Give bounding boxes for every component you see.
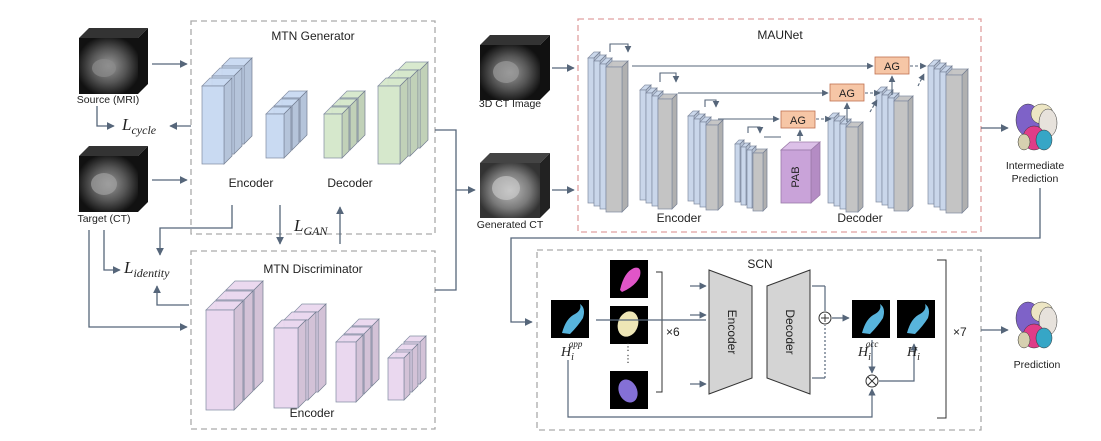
scn-title: SCN — [747, 257, 772, 271]
sum-operator — [818, 311, 832, 325]
generated-ct-image — [480, 153, 550, 218]
ag-label-3: AG — [790, 115, 806, 127]
intermediate-label-2: Prediction — [1012, 173, 1059, 185]
generator-encoder-label: Encoder — [229, 176, 274, 190]
h-i-tile — [897, 300, 935, 338]
maunet-decoder-label: Decoder — [837, 211, 882, 225]
ct-image-label: 3D CT Image — [479, 98, 541, 110]
disc-block — [273, 319, 307, 409]
maunet-slab-gray — [945, 68, 969, 214]
heatmap-tile-2 — [610, 306, 648, 344]
mtn-discriminator-box — [190, 250, 436, 430]
disc-block — [335, 334, 364, 403]
scn-box — [536, 249, 982, 431]
loss-cycle: Lcycle — [121, 115, 157, 137]
maunet-slab-gray — [845, 121, 864, 213]
gen-dec-block — [377, 77, 409, 165]
heatmap-tile-1 — [610, 260, 648, 298]
gen-enc-block — [265, 106, 292, 159]
target-ct-label: Target (CT) — [77, 213, 130, 225]
ellipsis-dots: ⋮ — [623, 342, 633, 353]
bracket-7 — [937, 259, 947, 419]
generated-ct-label: Generated CT — [477, 219, 544, 231]
pab-label: PAB — [790, 166, 802, 187]
maunet-blocks — [587, 51, 969, 214]
repeat-outer-label: ×7 — [953, 325, 967, 339]
ag-label-2: AG — [839, 88, 855, 100]
generator-decoder-label: Decoder — [327, 176, 372, 190]
ag-label-1: AG — [884, 61, 900, 73]
h-acc-label: Hiacc — [857, 339, 878, 363]
maunet-slab-gray — [657, 93, 678, 210]
maunet-box — [577, 18, 982, 233]
scn-internal-arrows — [567, 285, 918, 418]
gen-dec-block — [323, 106, 350, 159]
multiply-operator — [865, 374, 879, 388]
scn-decoder-label: Decoder — [783, 309, 797, 354]
loss-gan: LGAN — [293, 216, 328, 238]
maunet-encoder-label: Encoder — [657, 211, 702, 225]
intermediate-label-1: Intermediate — [1006, 160, 1065, 172]
h-acc-tile — [852, 300, 890, 338]
discriminator-encoder-label: Encoder — [290, 406, 335, 420]
ag-gate-2: AG — [829, 83, 865, 102]
flow-arrows — [88, 60, 1041, 334]
repeat-inner-label: ×6 — [666, 325, 680, 339]
gen-enc-block — [201, 77, 233, 165]
disc-block — [387, 351, 411, 401]
heatmap-tile-3 — [610, 371, 648, 409]
bracket-6 — [656, 271, 663, 393]
h-i-label: Hi — [906, 345, 920, 363]
mtn-generator-box — [190, 20, 436, 235]
h-app-tile — [551, 300, 589, 338]
scn-encoder-label: Encoder — [725, 310, 739, 355]
ellipsis-dots-2: ⋮ — [623, 354, 633, 365]
disc-block — [205, 300, 244, 411]
scn-encoder: Encoder — [708, 269, 753, 395]
scn-decoder: Decoder — [766, 269, 811, 395]
maunet-slab-gray — [605, 60, 629, 213]
prediction-label: Prediction — [1014, 359, 1061, 371]
pab-block: PAB — [779, 141, 822, 204]
generator-title: MTN Generator — [271, 29, 354, 43]
source-mri-label: Source (MRI) — [77, 94, 139, 106]
discriminator-title: MTN Discriminator — [263, 262, 362, 276]
prediction-heart — [1015, 301, 1058, 349]
ag-gate-1: AG — [874, 56, 910, 75]
scn-input-arrows — [596, 282, 707, 388]
maunet-slab-gray — [705, 119, 724, 211]
maunet-slab-gray — [752, 148, 768, 212]
discriminator-blocks — [205, 280, 427, 411]
target-ct-image — [79, 146, 148, 212]
intermediate-prediction-heart — [1015, 103, 1058, 151]
h-app-label: Hiapp — [560, 339, 583, 363]
generator-blocks — [201, 57, 429, 165]
maunet-title: MAUNet — [757, 28, 803, 42]
source-mri-image — [79, 28, 148, 94]
maunet-slab-gray — [893, 95, 914, 212]
maunet-connectors — [609, 43, 927, 141]
ag-gate-3: AG — [780, 110, 816, 129]
loss-identity: Lidentity — [123, 258, 170, 280]
ct-image-3d — [480, 35, 550, 100]
